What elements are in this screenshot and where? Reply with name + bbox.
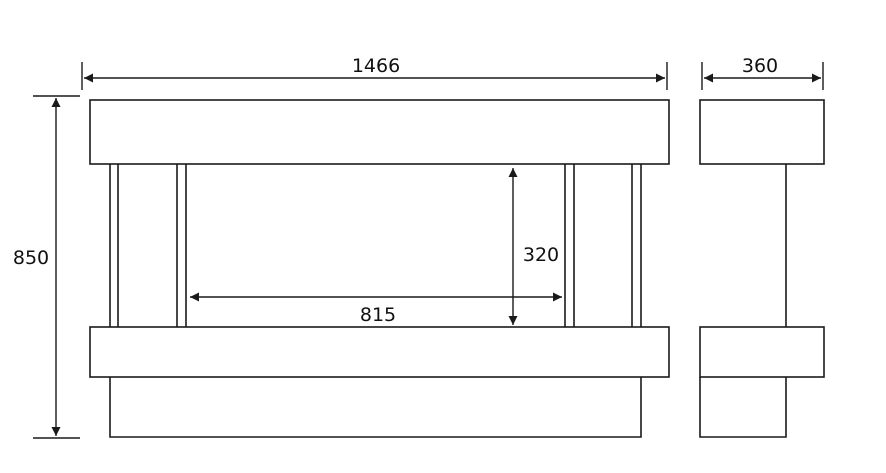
dimension-lines [33,62,824,439]
side-view [699,99,825,438]
overall-width-label: 1466 [352,55,400,77]
side-top-shelf [699,99,825,165]
opening-height-label: 320 [523,244,559,266]
front-base [109,377,642,438]
front-view [89,99,670,438]
front-bottom-shelf [89,326,670,378]
side-bottom-shelf [699,326,825,378]
front-top-shelf [89,99,670,165]
depth-label: 360 [742,55,778,77]
overall-height-label: 850 [13,247,49,269]
side-base [699,377,787,438]
opening-width-label: 815 [360,304,396,326]
